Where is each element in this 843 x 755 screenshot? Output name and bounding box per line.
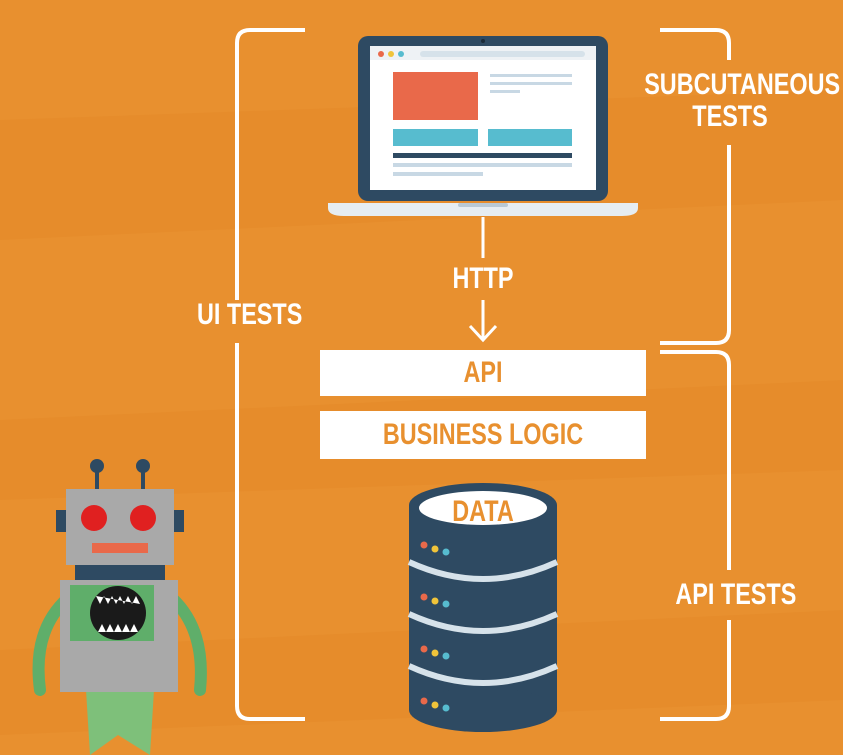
api-tests-label: API TESTS [675,578,797,611]
laptop-icon [328,36,638,216]
subcutaneous-bracket [660,28,731,345]
business-logic-box: BUSINESS LOGIC [320,411,646,459]
background-stripes [0,90,843,735]
ui-tests-bracket [235,28,305,721]
data-label: DATA [452,495,514,528]
down-arrow-icon [468,300,498,343]
api-layer-box: API [320,350,646,396]
robot-icon [32,459,207,755]
api-layer-label: API [463,356,503,389]
ui-tests-label: UI TESTS [197,298,303,331]
subcutaneous-label-line2: TESTS [692,100,768,133]
api-tests-bracket [660,350,731,721]
database-icon [407,483,559,732]
subcutaneous-label-line1: SUBCUTANEOUS [644,68,841,101]
http-label: HTTP [452,262,514,295]
business-logic-label: BUSINESS LOGIC [382,418,584,451]
